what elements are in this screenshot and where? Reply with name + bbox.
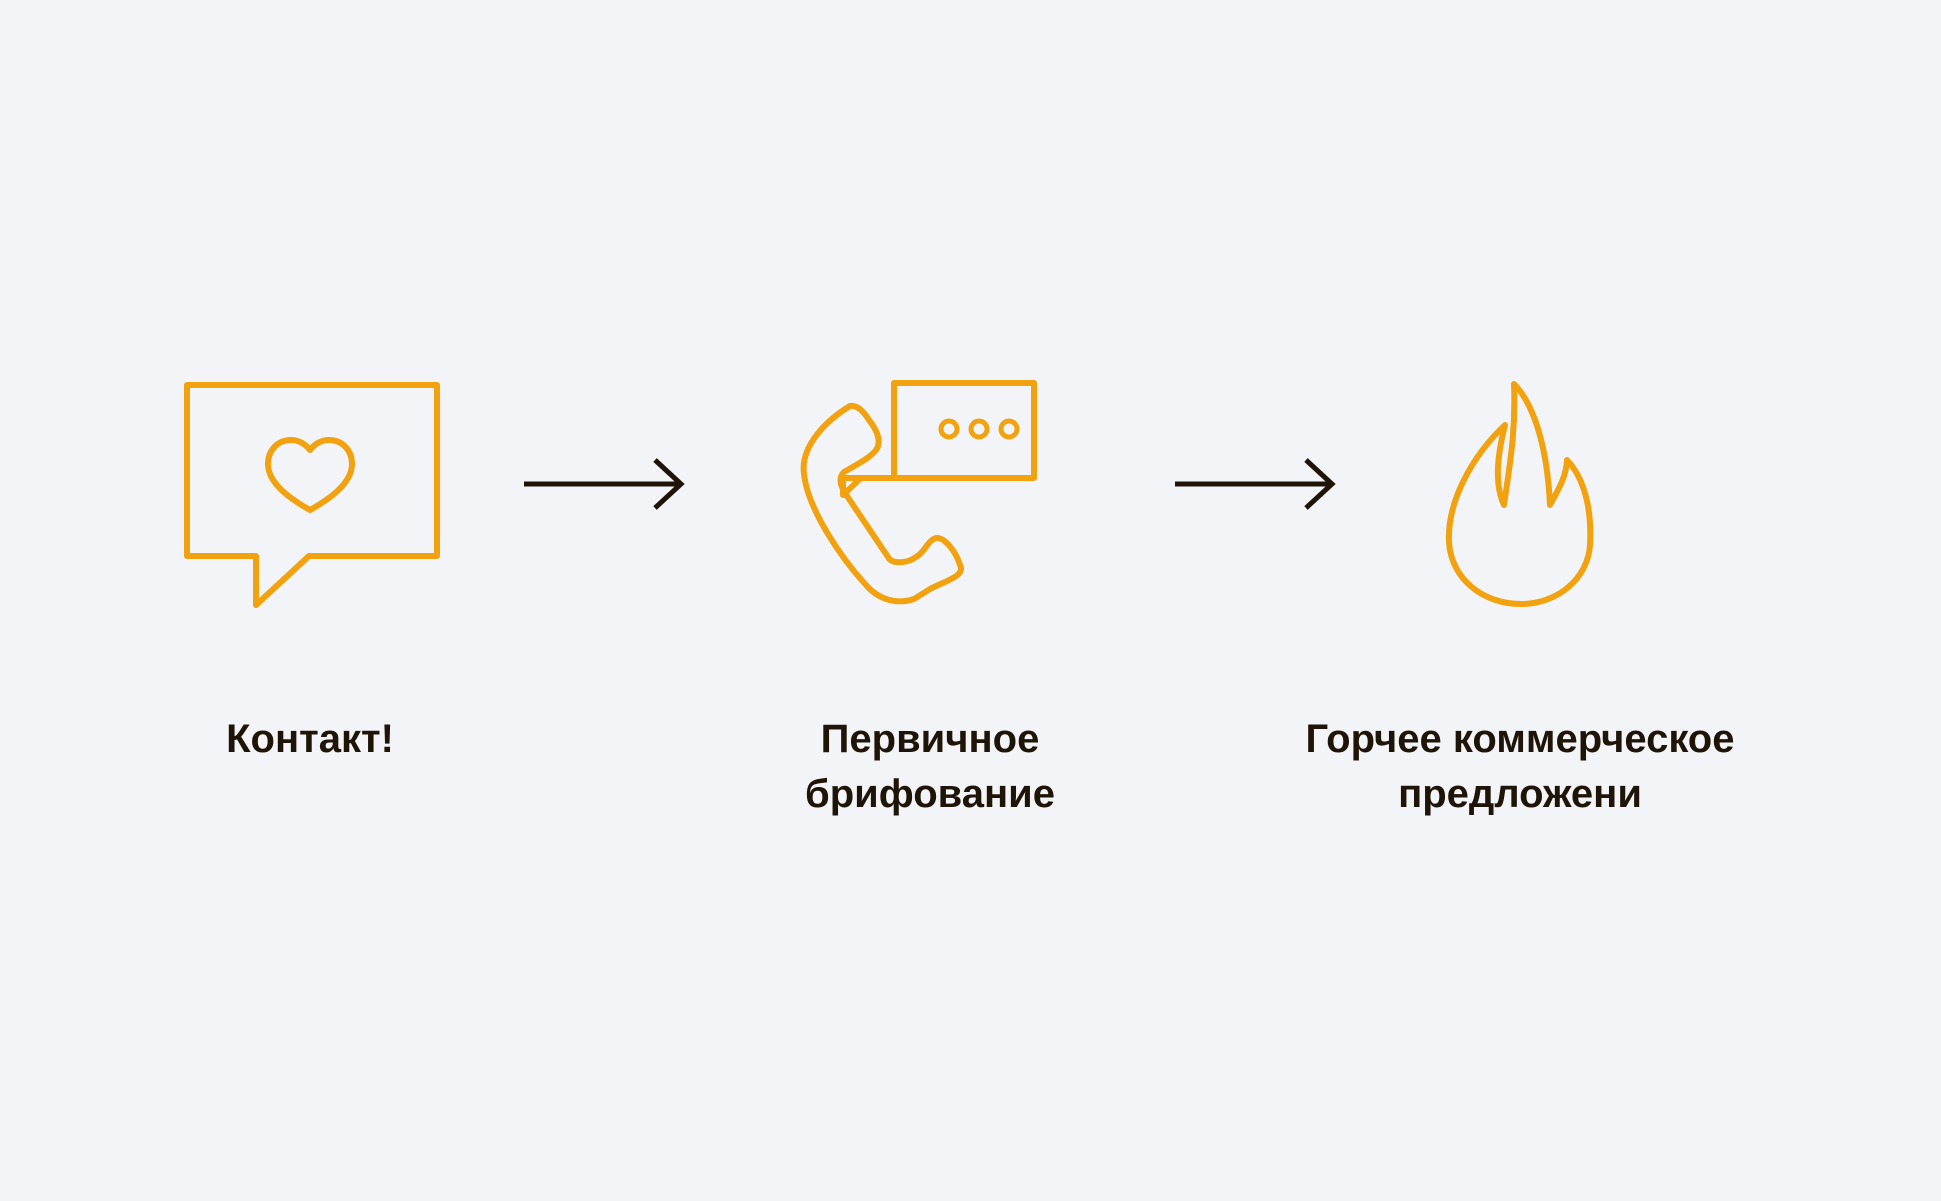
arrow-right-icon [524, 458, 685, 510]
step-label-briefing: Первичное брифование [805, 717, 1055, 816]
flame-icon [1445, 381, 1594, 607]
chat-bubble-heart-icon [184, 382, 440, 608]
step-label-proposal: Горчее коммерческое предложени [1305, 717, 1735, 816]
phone-chat-icon [800, 380, 1037, 605]
step-label-contact: Контакт! [226, 717, 394, 761]
arrow-right-icon [1175, 458, 1336, 510]
